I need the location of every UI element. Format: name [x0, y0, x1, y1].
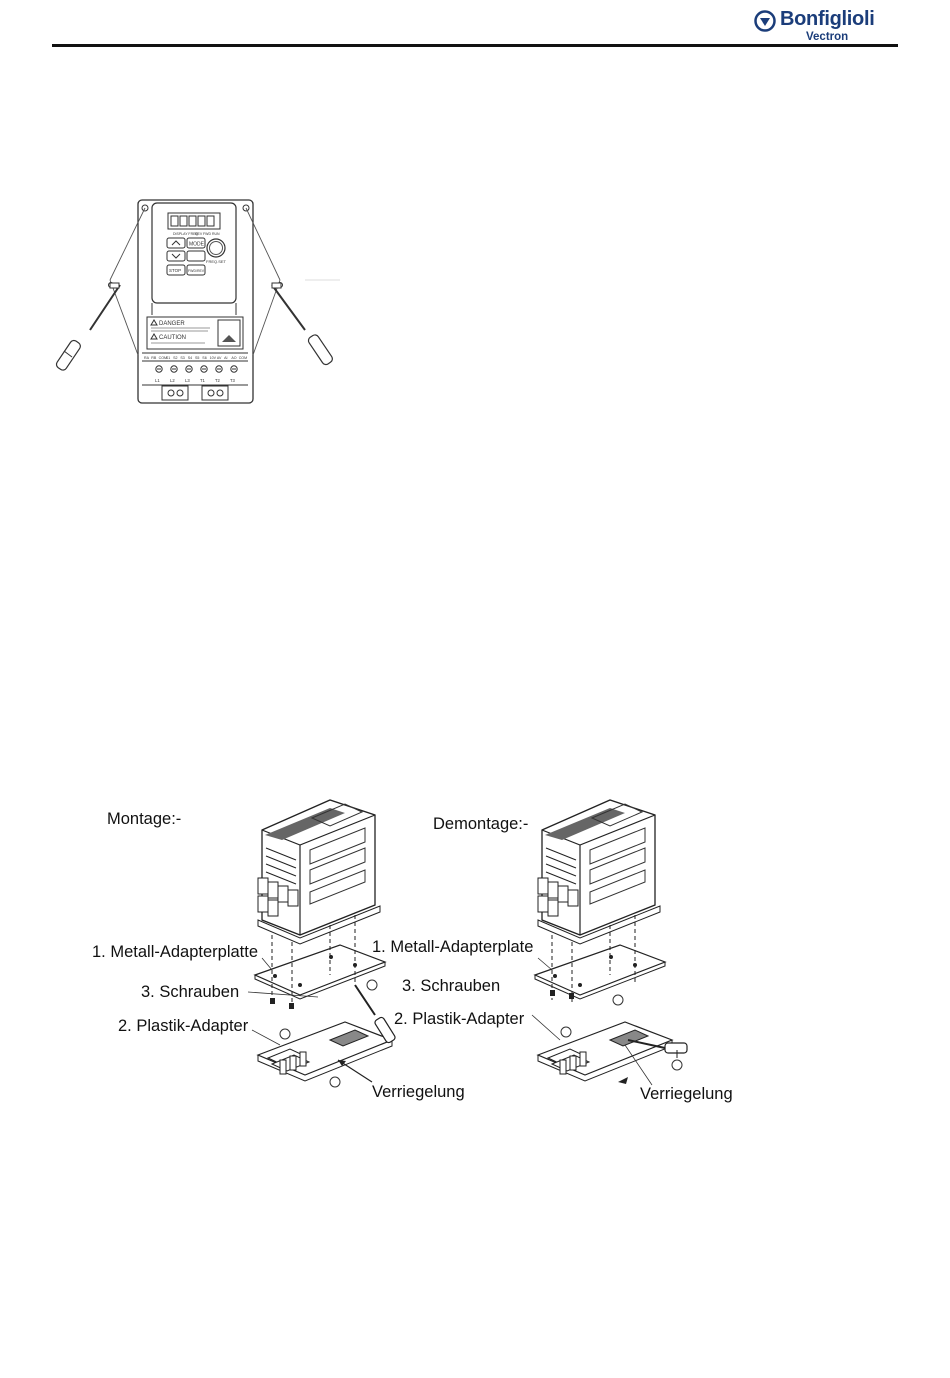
manual-book-icon	[222, 335, 236, 342]
mounting-hole-icon	[242, 204, 250, 212]
control-terminal-label: RB	[151, 356, 157, 360]
demontage-label-lock: Verriegelung	[640, 1085, 733, 1103]
panel-label-rev: REV	[195, 232, 203, 236]
fwd-rev-button	[186, 264, 206, 276]
power-terminal-block: L1 L2 L3 T1 T2 T3	[155, 365, 238, 383]
demontage-label-screws: 3. Schrauben	[402, 977, 501, 995]
power-terminal-label: L3	[185, 378, 190, 383]
control-terminal-label: 10V	[210, 356, 217, 360]
up-arrow-icon	[171, 240, 181, 246]
panel-label-display: DISPLAY FREQ	[173, 232, 198, 236]
down-button	[166, 250, 186, 262]
brand-name: Bonfiglioli	[780, 8, 875, 30]
frequency-dial-inner	[209, 241, 223, 255]
fwd-rev-label: FWD/REV	[188, 269, 205, 273]
control-terminal-label: AI	[224, 356, 227, 360]
control-terminal-label: AO	[231, 356, 236, 360]
stop-run-button	[166, 264, 186, 276]
control-terminal-label: S6	[202, 356, 206, 360]
manual-symbol-icon	[217, 319, 241, 347]
demontage-label-plastic-adapter: 2. Plastik-Adapter	[394, 1010, 525, 1028]
control-terminal-label: S4	[188, 356, 192, 360]
frequency-dial-label: FREQ.SET	[206, 259, 227, 264]
power-terminal-label: T1	[200, 378, 206, 383]
stop-run-label: STOP	[169, 268, 181, 273]
power-terminal-label: L1	[155, 378, 160, 383]
up-button	[166, 237, 186, 249]
danger-title: DANGER	[159, 321, 185, 327]
montage-label-screws: 3. Schrauben	[141, 983, 240, 1001]
control-terminal-label: AV	[217, 356, 222, 360]
control-terminal-label: S5	[195, 356, 199, 360]
panel-label-fwd: FWD	[203, 232, 211, 236]
bonfiglioli-logo-icon	[754, 10, 776, 32]
control-terminal-label: S1	[166, 356, 170, 360]
control-terminal-label: RA	[144, 356, 150, 360]
control-terminal-label: COM	[159, 356, 167, 360]
screwdriver-right-icon	[271, 282, 333, 366]
control-terminal-label: S3	[180, 356, 184, 360]
enter-button	[186, 250, 206, 262]
power-terminal-label: T2	[215, 378, 221, 383]
montage-label-plastic-adapter: 2. Plastik-Adapter	[118, 1017, 249, 1035]
cable-gland-left	[161, 385, 189, 401]
led-display	[167, 212, 221, 230]
mode-button-label: MODE	[189, 242, 205, 248]
demontage-drawing	[531, 799, 688, 1086]
danger-triangle-icon	[150, 319, 158, 326]
power-terminal-label: L2	[170, 378, 175, 383]
caution-title: CAUTION	[159, 335, 186, 341]
header-rule	[52, 44, 898, 47]
control-terminal-label: COM	[239, 356, 247, 360]
caution-triangle-icon	[150, 333, 158, 340]
mounting-hole-icon	[141, 204, 149, 212]
brand-subname: Vectron	[806, 31, 849, 43]
montage-label-lock: Verriegelung	[372, 1083, 465, 1101]
bonfiglioli-logo: Bonfiglioli Vectron	[754, 6, 904, 46]
mode-button	[186, 237, 206, 249]
montage-title: Montage:-	[107, 810, 182, 828]
control-terminal-label: S2	[173, 356, 177, 360]
down-arrow-icon	[171, 253, 181, 259]
cable-gland-right	[201, 385, 229, 401]
demontage-title: Demontage:-	[433, 815, 529, 833]
led-digits	[170, 215, 215, 227]
screwdriver-left-icon	[55, 282, 121, 371]
demontage-label-metal-plate: 1. Metall-Adapterplate	[372, 938, 534, 956]
montage-label-metal-plate: 1. Metall-Adapterplatte	[92, 943, 259, 961]
power-terminal-label: T3	[230, 378, 236, 383]
inverter-front-figure: DISPLAY FREQ REV FWD RUN MODE STOP FWD/R…	[55, 199, 340, 404]
panel-label-run: RUN	[212, 232, 220, 236]
